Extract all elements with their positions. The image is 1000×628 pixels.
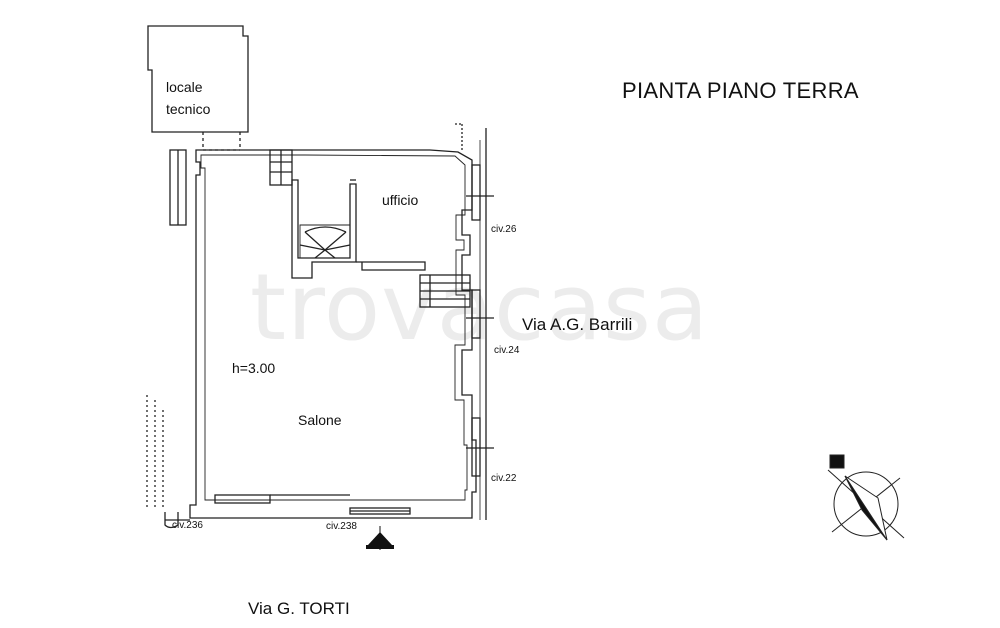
page-title: PIANTA PIANO TERRA	[622, 78, 859, 103]
room-label-locale: locale	[166, 79, 203, 95]
civic-number-26: civ.26	[491, 224, 517, 235]
bottom-openings	[164, 494, 411, 529]
compass-rose	[827, 454, 905, 541]
inner-wall	[200, 154, 468, 501]
entrance-marker-icon	[366, 526, 394, 550]
spiral-stair	[299, 224, 351, 259]
civic-number-22: civ.22	[491, 473, 517, 484]
left-railing	[146, 395, 164, 510]
civic-number-236: civ.236	[172, 520, 203, 531]
street-label-barrili: Via A.G. Barrili	[522, 315, 633, 334]
ufficio-walls	[291, 179, 357, 279]
outer-wall	[189, 149, 477, 519]
room-label-tecnico: tecnico	[166, 101, 211, 117]
street-label-torti: Via G. TORTI	[248, 599, 350, 618]
entry-stair	[419, 274, 471, 308]
right-windows	[466, 164, 494, 477]
civic-number-238: civ.238	[326, 521, 357, 532]
room-label-ufficio: ufficio	[382, 192, 419, 208]
room-height-label: h=3.00	[232, 360, 276, 376]
civic-number-24: civ.24	[494, 345, 520, 356]
room-label-salone: Salone	[298, 412, 342, 428]
locale-tecnico-room	[147, 25, 249, 133]
